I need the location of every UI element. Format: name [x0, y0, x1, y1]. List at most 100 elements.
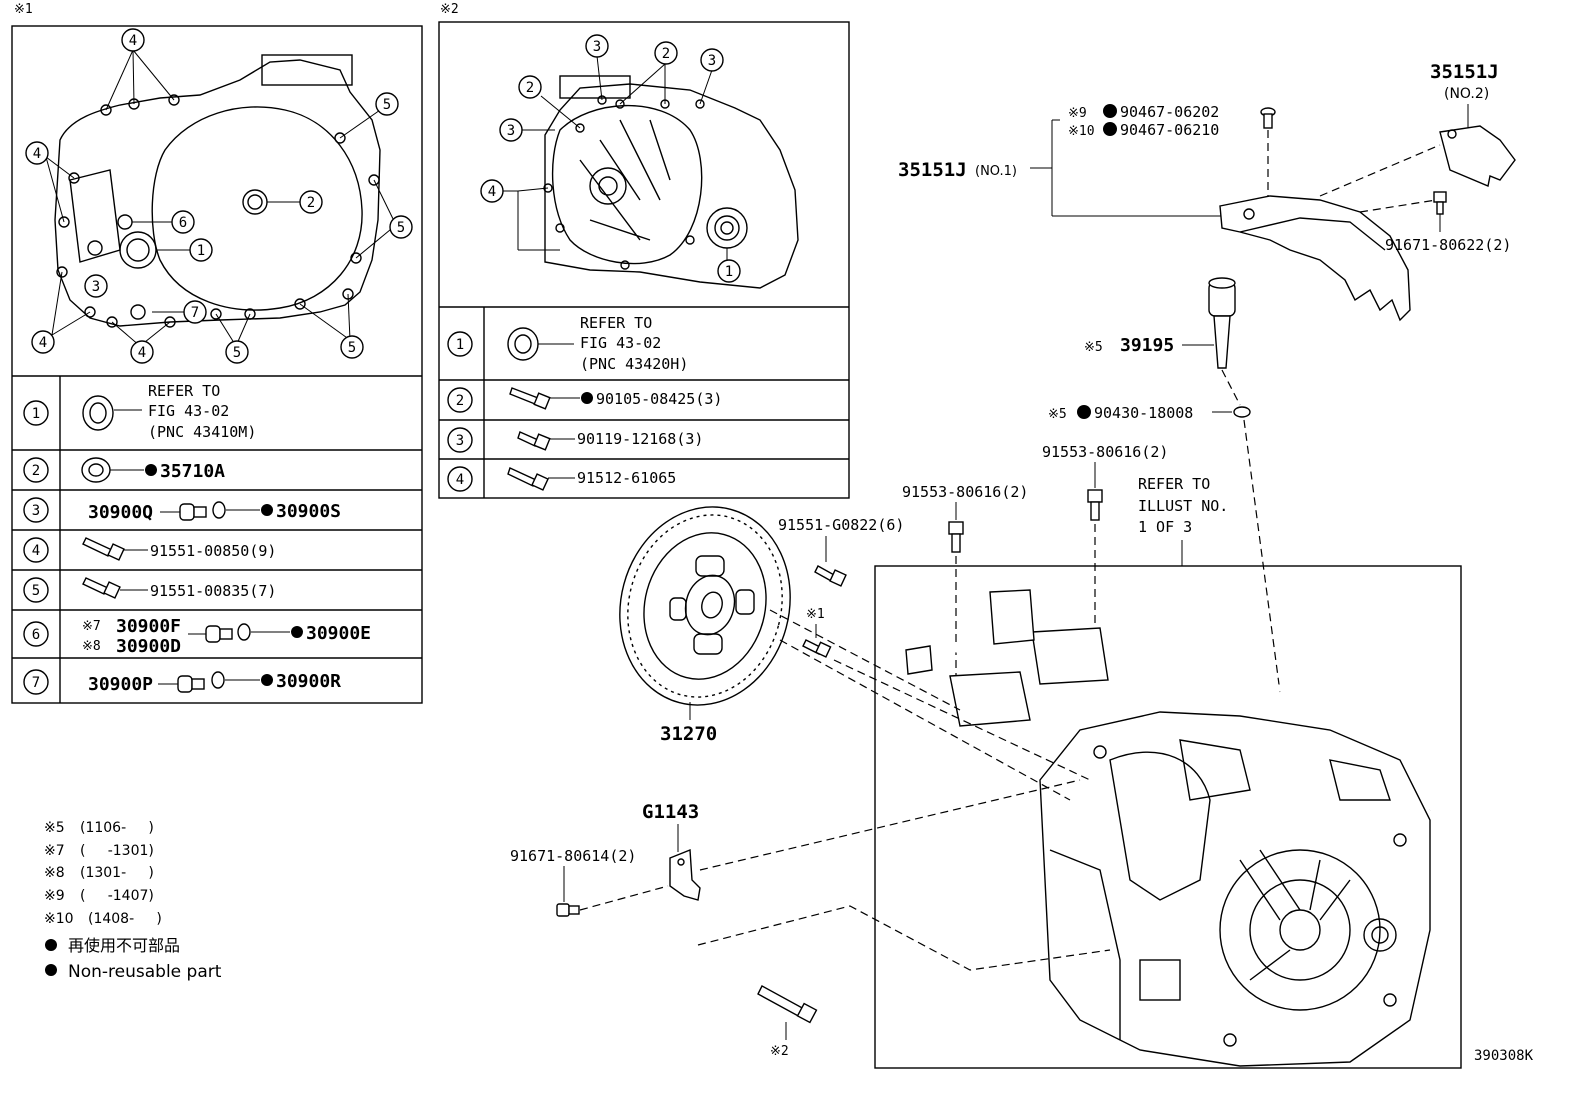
callout-3: 3 — [499, 118, 523, 142]
svg-text:REFER TO: REFER TO — [580, 314, 652, 332]
part-g1143: G1143 — [642, 801, 699, 823]
inset2-table: 1 REFER TO FIG 43-02 (PNC 43420H) 2 9010… — [439, 307, 849, 498]
sensor-39195 — [1208, 277, 1236, 369]
svg-text:4: 4 — [33, 146, 41, 162]
table-row: 4 91551-00850(9) — [23, 537, 276, 563]
callout-6: 6 — [171, 210, 195, 234]
clutch-disc-31270 — [619, 506, 791, 706]
svg-text:4: 4 — [129, 33, 137, 49]
table-row: 2 35710A — [23, 457, 225, 483]
bolt-note1 — [802, 639, 832, 658]
svg-text:3: 3 — [456, 433, 464, 449]
table-row: 6 ※7 30900F ※8 30900D 30900E — [23, 616, 371, 657]
svg-text:90105-08425(3): 90105-08425(3) — [596, 390, 722, 408]
svg-text:5: 5 — [383, 97, 391, 113]
bolt-91671-80614 — [556, 903, 580, 917]
callout-1: 1 — [189, 238, 213, 262]
svg-text:30900S: 30900S — [276, 501, 341, 522]
figure-id: 390308K — [1474, 1048, 1534, 1064]
inset1-table: 1 REFER TO FIG 43-02 (PNC 43410M) 2 3571… — [12, 376, 422, 703]
table-row: 7 30900P 30900R — [23, 669, 341, 695]
inset2-mark: ※2 — [440, 2, 459, 17]
svg-text:3: 3 — [32, 503, 40, 519]
svg-text:REFER TO: REFER TO — [148, 382, 220, 400]
legend-note-9-range: ( -1407) — [80, 888, 154, 904]
part-35151j-no1-sub: (NO.1) — [975, 164, 1017, 179]
inset1-frame — [11, 25, 423, 704]
bolt-note2 — [757, 985, 818, 1024]
note-10: ※10 — [1068, 124, 1095, 139]
callout-5: 5 — [389, 215, 413, 239]
legend-nonreusable-en: Non-reusable part — [68, 962, 222, 982]
svg-text:5: 5 — [32, 583, 40, 599]
bolt-91671-80622 — [1433, 191, 1447, 215]
note-1: ※1 — [806, 607, 825, 622]
bolt-91553-b — [1087, 489, 1103, 521]
part-31270: 31270 — [660, 723, 717, 745]
svg-text:3: 3 — [507, 123, 515, 139]
bracket-35151j-no1 — [1219, 195, 1411, 322]
table-row: 2 90105-08425(3) — [447, 387, 722, 413]
svg-text:1: 1 — [32, 406, 40, 422]
refer-illust-line3: 1 OF 3 — [1138, 518, 1192, 536]
svg-text:30900F: 30900F — [116, 616, 181, 637]
svg-text:4: 4 — [456, 472, 464, 488]
callout-3: 3 — [700, 48, 724, 72]
inset2-case-drawing — [543, 75, 799, 289]
svg-text:91512-61065: 91512-61065 — [577, 469, 676, 487]
callout-2: 2 — [518, 75, 542, 99]
bracket-35151j-no2 — [1439, 125, 1516, 187]
legend-note-10-range: (1408- ) — [88, 911, 162, 927]
inset2-callouts: 3 2 3 2 3 4 1 — [480, 34, 741, 283]
svg-text:2: 2 — [526, 80, 534, 96]
part-35151j-no1: 35151J — [898, 159, 967, 181]
transmission-frame — [874, 565, 1462, 1069]
svg-text:91551-00835(7): 91551-00835(7) — [150, 582, 276, 600]
svg-text:FIG 43-02: FIG 43-02 — [580, 334, 661, 352]
svg-text:4: 4 — [39, 335, 47, 351]
legend-note-5-mark: ※5 — [44, 820, 65, 836]
svg-text:3: 3 — [92, 279, 100, 295]
refer-illust-line1: REFER TO — [1138, 475, 1210, 493]
svg-text:※7: ※7 — [82, 619, 101, 634]
svg-text:7: 7 — [32, 675, 40, 691]
table-row: 4 91512-61065 — [447, 466, 676, 492]
legend-note-9-mark: ※9 — [44, 888, 65, 904]
svg-text:4: 4 — [32, 543, 40, 559]
legend-nonreusable-jp: 再使用不可部品 — [68, 936, 180, 955]
bolt-91551-g0822 — [814, 565, 847, 587]
svg-text:5: 5 — [397, 220, 405, 236]
svg-text:FIG 43-02: FIG 43-02 — [148, 402, 229, 420]
callout-2: 2 — [654, 41, 678, 65]
part-35151j-no2-sub: (NO.2) — [1444, 86, 1489, 102]
callout-3: 3 — [585, 34, 609, 58]
transaxle-drawing — [904, 589, 1444, 1067]
callout-5: 5 — [375, 92, 399, 116]
svg-text:4: 4 — [488, 184, 496, 200]
callout-2: 2 — [299, 190, 323, 214]
svg-text:6: 6 — [179, 215, 187, 231]
svg-text:91551-00850(9): 91551-00850(9) — [150, 542, 276, 560]
part-90467-06202: 90467-06202 — [1120, 103, 1219, 121]
svg-text:4: 4 — [138, 345, 146, 361]
table-row: 1 REFER TO FIG 43-02 (PNC 43420H) — [447, 314, 688, 373]
svg-text:2: 2 — [32, 463, 40, 479]
svg-text:(PNC 43420H): (PNC 43420H) — [580, 355, 688, 373]
table-row: 1 REFER TO FIG 43-02 (PNC 43410M) — [23, 382, 256, 441]
part-91553-80616-b: 91553-80616(2) — [1042, 443, 1168, 461]
note-9: ※9 — [1068, 106, 1087, 121]
legend-note-8-mark: ※8 — [44, 865, 65, 881]
part-91671-80622: 91671-80622(2) — [1385, 236, 1511, 254]
callout-7: 7 — [183, 300, 207, 324]
table-row: 3 90119-12168(3) — [447, 427, 703, 453]
svg-text:2: 2 — [456, 393, 464, 409]
legend-note-5-range: (1106- ) — [80, 820, 154, 836]
note-2: ※2 — [770, 1044, 789, 1059]
part-90467-06210: 90467-06210 — [1120, 121, 1219, 139]
svg-text:5: 5 — [348, 340, 356, 356]
callout-1: 1 — [717, 259, 741, 283]
note-5a: ※5 — [1084, 340, 1103, 355]
svg-text:(PNC 43410M): (PNC 43410M) — [148, 423, 256, 441]
part-91671-80614: 91671-80614(2) — [510, 847, 636, 865]
